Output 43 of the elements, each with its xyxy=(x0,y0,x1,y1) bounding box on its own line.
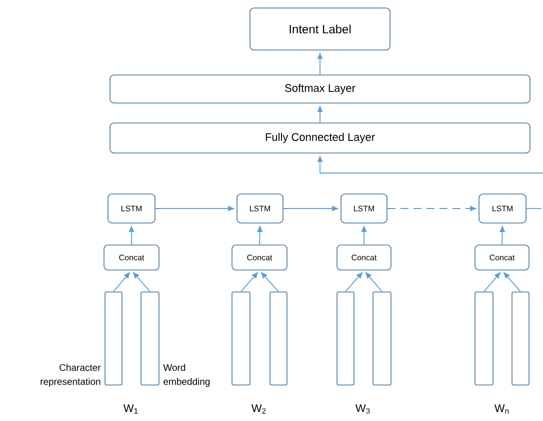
concat-box: Concat xyxy=(336,244,392,270)
arrow xyxy=(484,272,500,292)
arrow xyxy=(282,206,338,212)
arrow xyxy=(128,226,134,246)
arrow xyxy=(240,272,258,292)
vector-bar xyxy=(232,292,250,386)
arrow xyxy=(366,272,382,292)
arrow xyxy=(317,106,323,124)
arrow xyxy=(261,272,279,292)
arrow xyxy=(113,272,130,292)
lstm-box: LSTM xyxy=(340,194,388,224)
side-label: Character representation xyxy=(40,364,101,387)
vector-bar xyxy=(474,292,494,386)
arrow xyxy=(154,206,234,212)
word-label: W$_{2}$ xyxy=(251,404,266,414)
arrow xyxy=(345,272,362,292)
vector-bar xyxy=(512,292,530,386)
arrow xyxy=(133,272,150,292)
arrow xyxy=(317,156,543,174)
lstm-box: LSTM xyxy=(478,194,526,224)
arrow xyxy=(317,53,323,76)
word-label: W$_{1}$ xyxy=(123,404,138,414)
layer-box: Softmax Layer xyxy=(110,74,530,104)
layer-box: Fully Connected Layer xyxy=(110,122,530,154)
vector-bar xyxy=(336,292,354,386)
arrow xyxy=(257,226,262,246)
arrow xyxy=(504,272,521,292)
vector-bar xyxy=(104,292,122,386)
lstm-box: LSTM xyxy=(236,194,284,224)
arrow xyxy=(386,206,476,212)
arrow xyxy=(500,226,505,246)
side-label: Word embedding xyxy=(163,364,210,387)
vector-bar xyxy=(270,292,288,386)
arrow xyxy=(361,226,367,246)
lstm-box: LSTM xyxy=(108,194,156,224)
concat-box: Concat xyxy=(104,244,160,270)
word-label: W$_{n}$ xyxy=(494,404,509,414)
output-box: Intent Label xyxy=(250,8,390,50)
vector-bar xyxy=(140,292,160,386)
concat-box: Concat xyxy=(232,244,288,270)
word-label: W$_{3}$ xyxy=(355,404,370,414)
vector-bar xyxy=(372,292,392,386)
concat-box: Concat xyxy=(474,244,530,270)
